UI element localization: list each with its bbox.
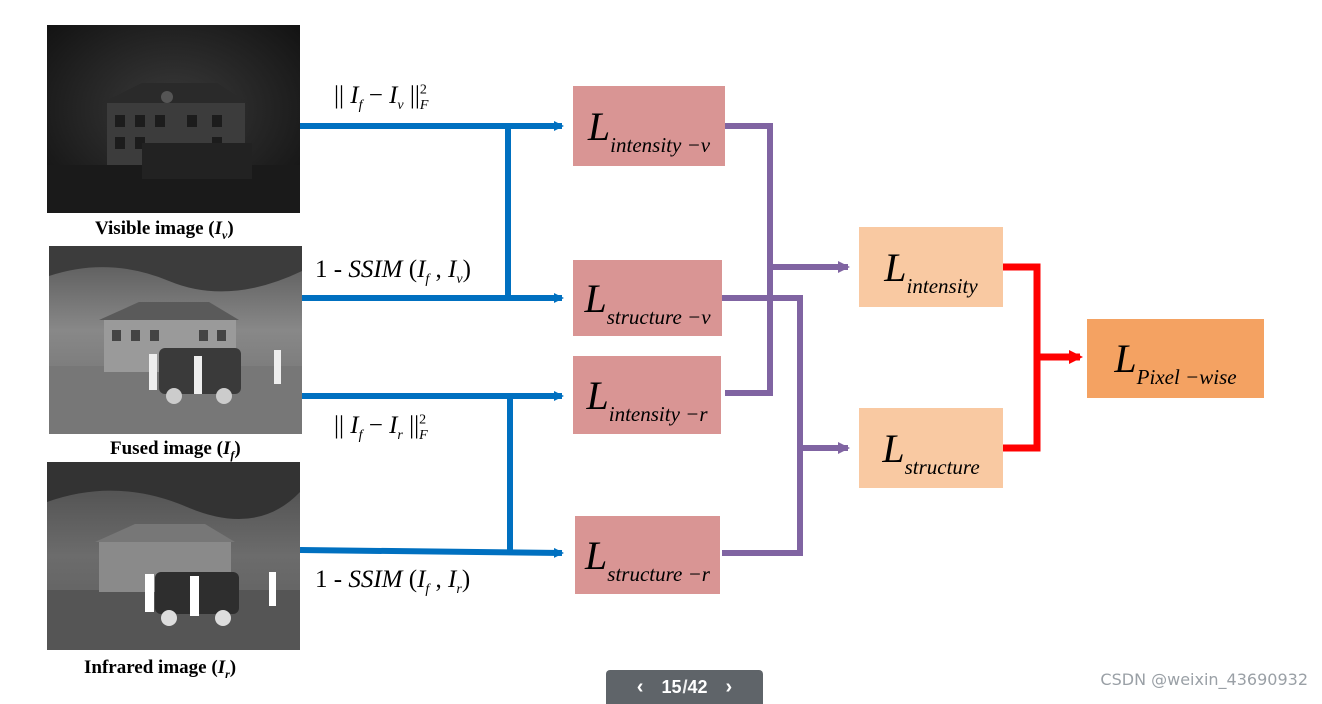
formula-ssim-r: 1 - SSIM (If , Ir) bbox=[315, 566, 471, 597]
current-page: 15 bbox=[661, 676, 682, 697]
chevron-left-icon[interactable]: ‹ bbox=[636, 675, 644, 698]
page-navigator: ‹ 15/42 › bbox=[606, 670, 763, 704]
fused-image-picture bbox=[49, 246, 302, 434]
formula-ssim-v: 1 - SSIM (If , Iv) bbox=[315, 256, 471, 287]
loss-intensity-v-box: Lintensity −v bbox=[573, 86, 725, 166]
arrow-infrared-to-structure-r bbox=[299, 547, 564, 558]
loss-pixel-wise-box: LPixel −wise bbox=[1087, 319, 1264, 398]
loss-structure-r-box: Lstructure −r bbox=[575, 516, 720, 594]
source-credit: CSDN @weixin_43690932 bbox=[1100, 670, 1308, 689]
visible-image-picture bbox=[47, 25, 300, 213]
total-pages: 42 bbox=[687, 676, 708, 697]
fused-image bbox=[49, 246, 302, 434]
line-intensity-out bbox=[1003, 263, 1041, 452]
infrared-image-caption: Infrared image (Ir) bbox=[84, 657, 237, 681]
visible-image bbox=[47, 25, 300, 213]
line-intensity-v-out bbox=[725, 123, 773, 396]
fused-image-caption: Fused image (If) bbox=[110, 438, 241, 462]
page-separator: / bbox=[682, 676, 688, 697]
loss-intensity-box: Lintensity bbox=[859, 227, 1003, 307]
infrared-image-picture bbox=[47, 462, 300, 650]
loss-structure-box: Lstructure bbox=[859, 408, 1003, 488]
line-structure-v-out bbox=[722, 295, 803, 556]
chevron-right-icon[interactable]: › bbox=[725, 675, 733, 698]
formula-intensity-v: || If − Iv ||2F bbox=[334, 82, 429, 113]
loss-structure-v-box: Lstructure −v bbox=[573, 260, 722, 336]
loss-intensity-r-box: Lintensity −r bbox=[573, 356, 721, 434]
visible-image-caption: Visible image (Iv) bbox=[95, 218, 234, 242]
infrared-image bbox=[47, 462, 300, 650]
page-indicator: 15/42 bbox=[661, 677, 707, 698]
formula-intensity-r: || If − Ir ||2F bbox=[334, 412, 428, 443]
